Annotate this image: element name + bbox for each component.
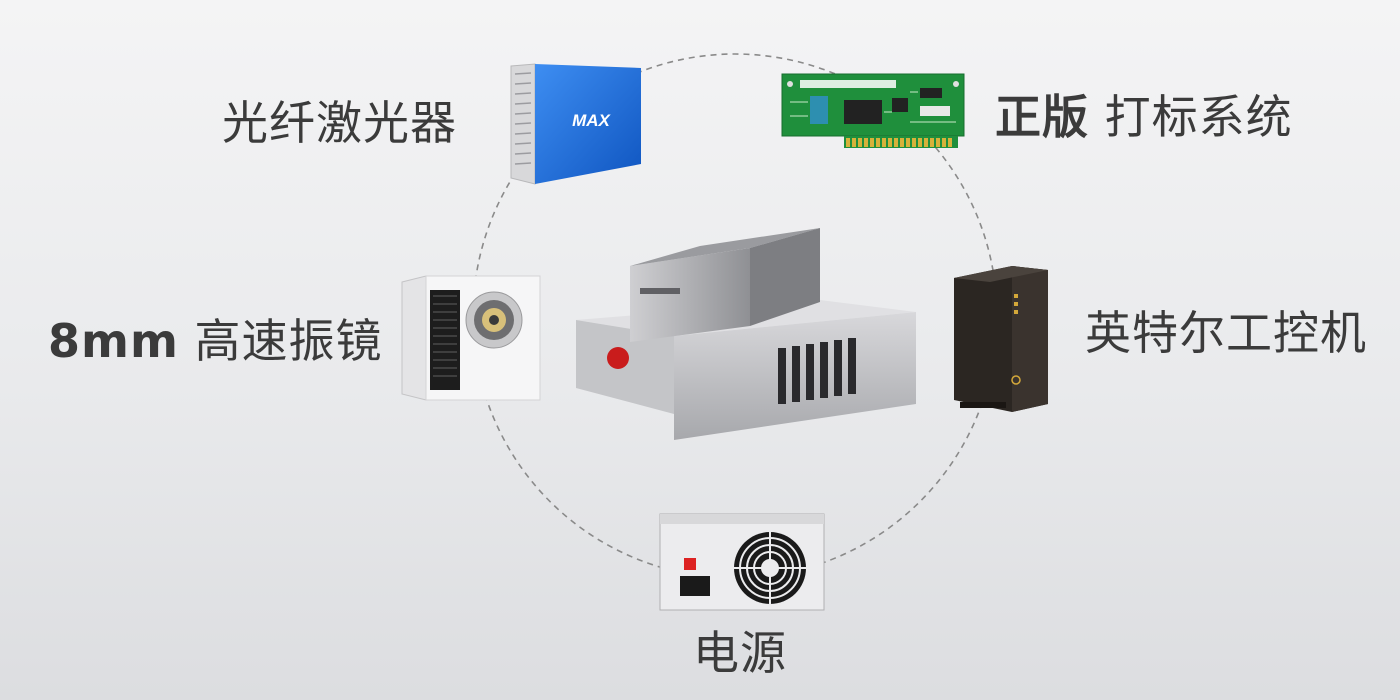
power-supply-label-text: 电源: [693, 626, 787, 680]
galvo-label-rest: 高速振镜: [178, 314, 383, 368]
laser-marking-machine-image: [576, 228, 916, 440]
industrial-pc-label: 英特尔工控机: [1085, 310, 1367, 356]
fiber-laser-label-text: 光纤激光器: [222, 96, 457, 150]
control-system-label-bold: 正版: [995, 90, 1089, 144]
power-supply-image: [659, 513, 825, 611]
galvo-label-bold: 8mm: [48, 314, 179, 368]
industrial-pc-image: [954, 266, 1048, 412]
galvo-scanner-image: [401, 275, 541, 401]
galvo-label: 8mm 高速振镜: [48, 318, 383, 364]
power-supply-label: 电源: [693, 630, 787, 676]
fiber-laser-image: MAX: [510, 63, 641, 185]
control-card-image: [781, 73, 965, 148]
industrial-pc-label-text: 英特尔工控机: [1085, 306, 1367, 360]
laser-brand-text: MAX: [572, 111, 611, 130]
control-system-label-rest: 打标系统: [1089, 90, 1293, 144]
control-system-label: 正版 打标系统: [995, 94, 1293, 140]
emergency-stop-button: [607, 347, 629, 369]
fiber-laser-label: 光纤激光器: [222, 100, 457, 146]
